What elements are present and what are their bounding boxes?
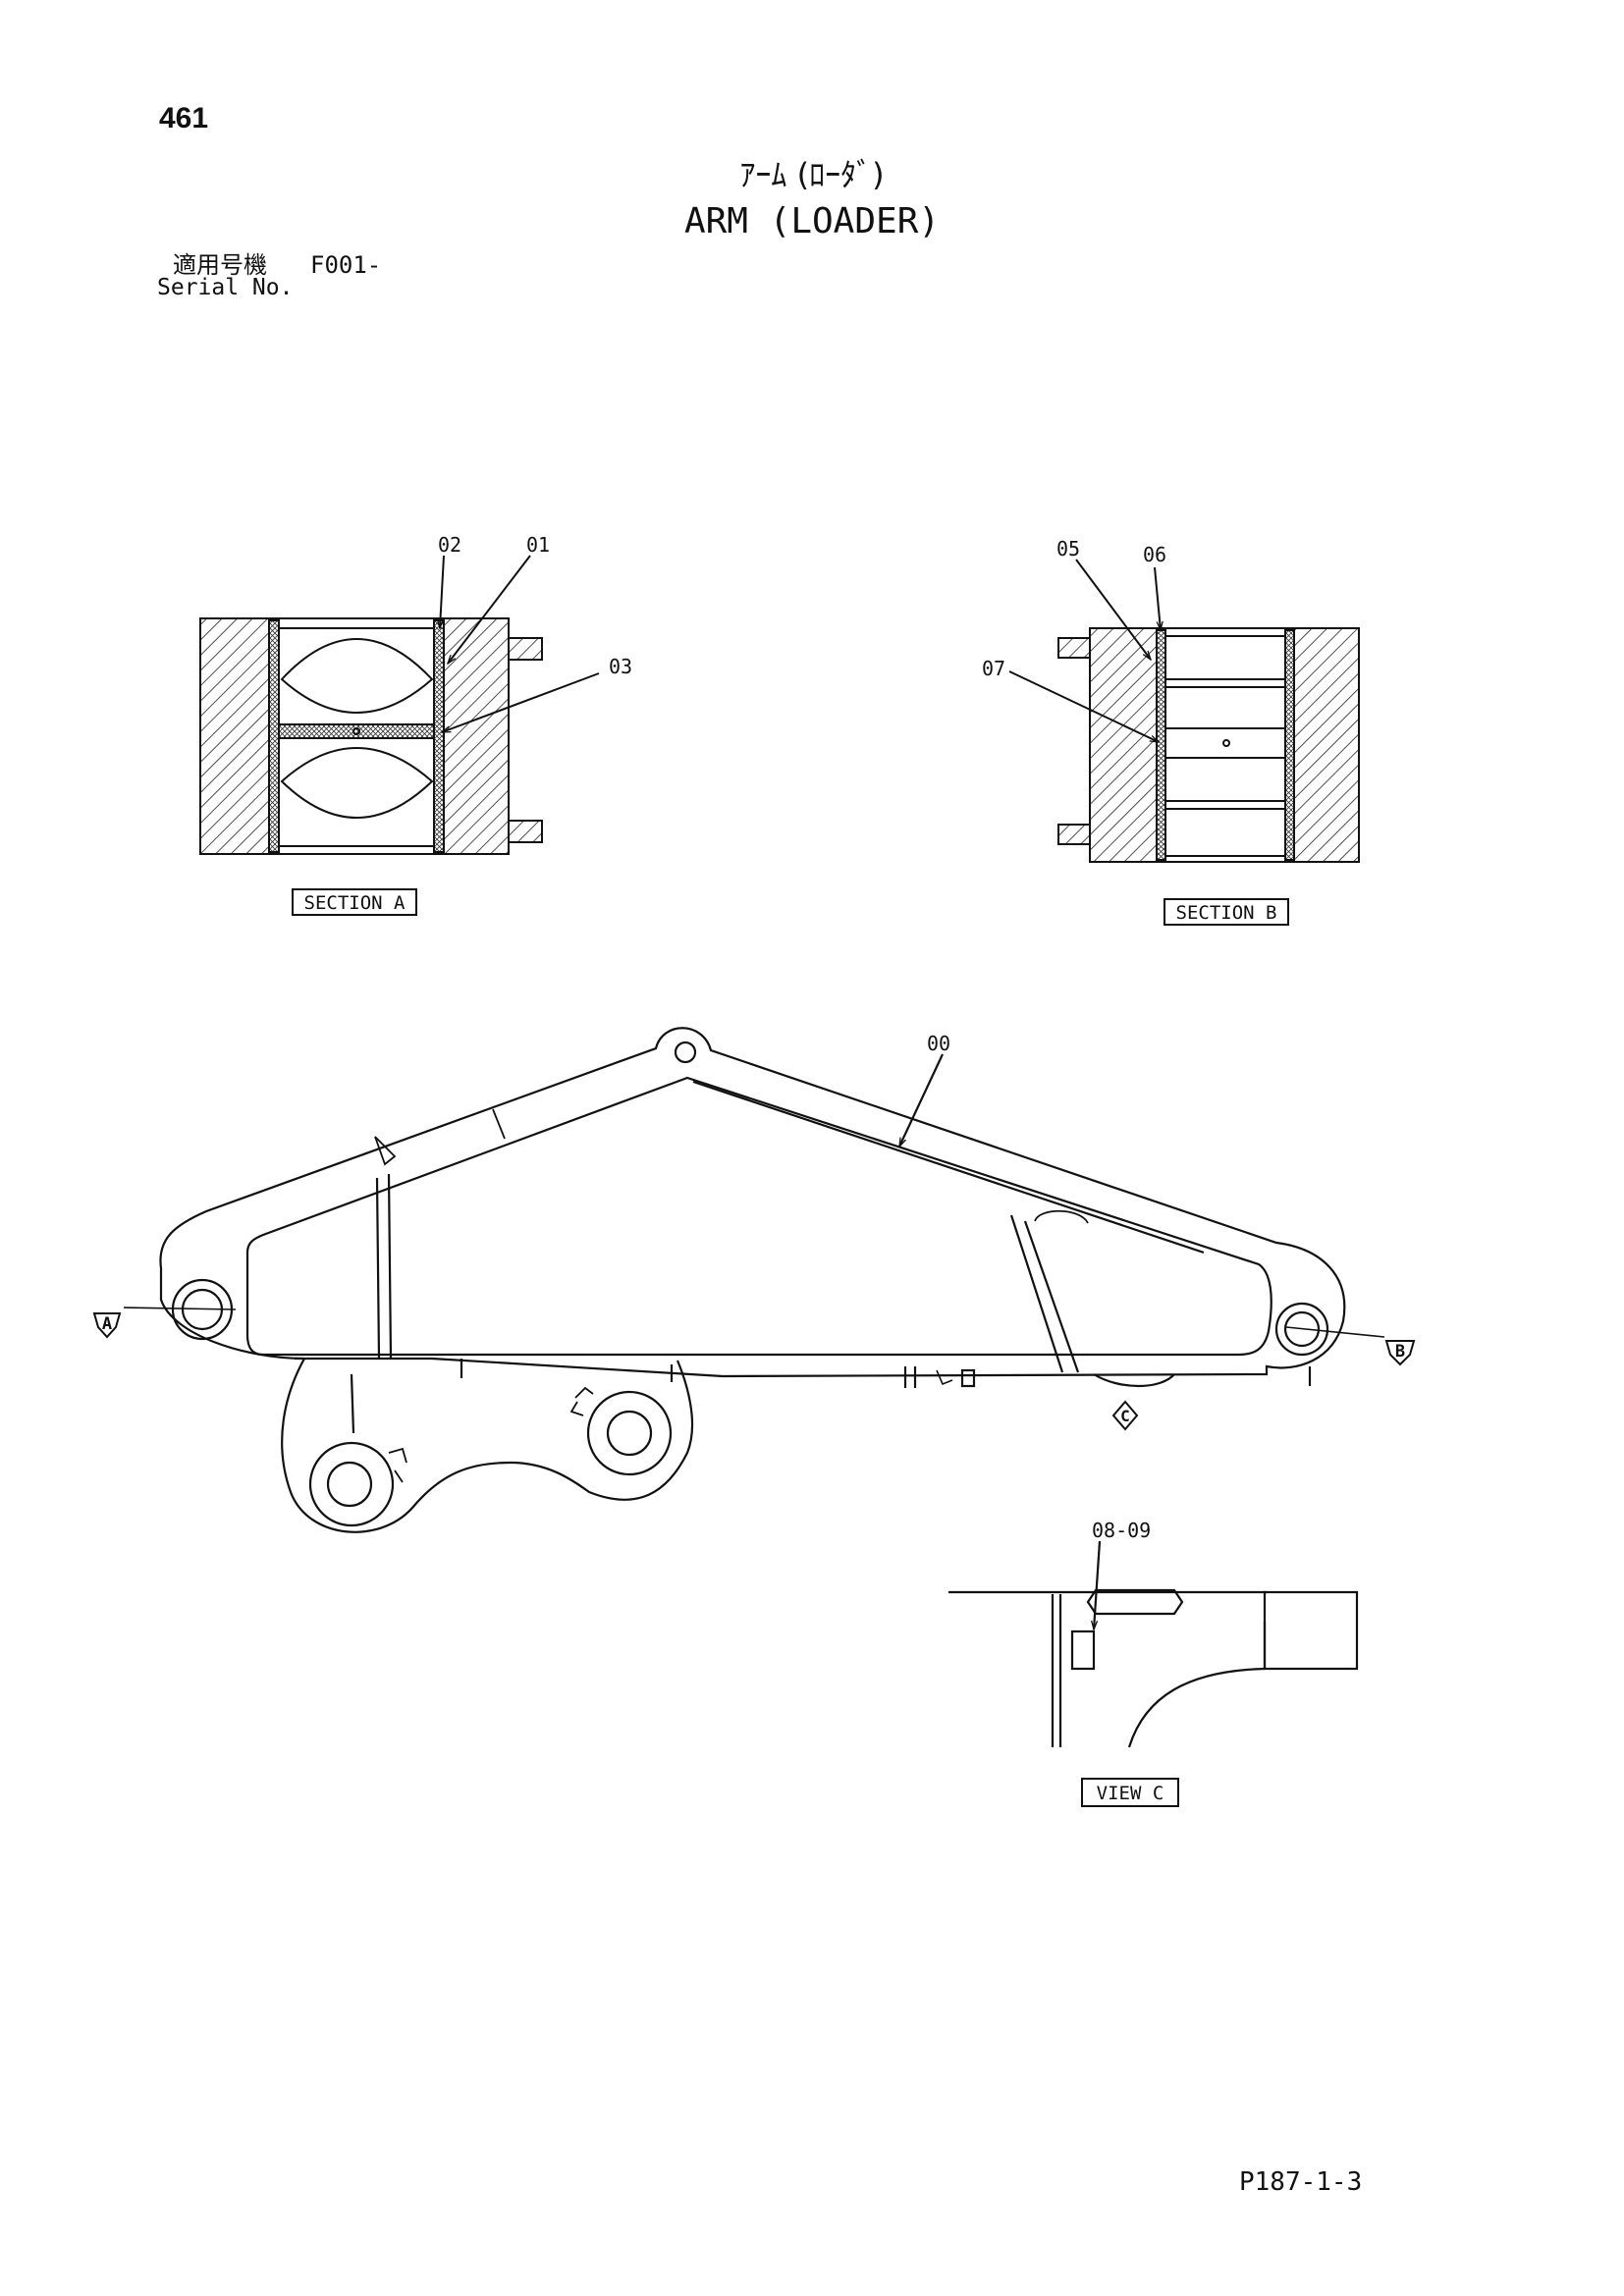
callout-06: 06 [1143, 543, 1166, 566]
section-b-hatch-left [1089, 627, 1158, 863]
view-c-detail [948, 1540, 1359, 1748]
callout-08-09: 08-09 [1092, 1519, 1151, 1542]
drawing-code: P187-1-3 [1239, 2167, 1363, 2197]
section-a-hatch-left [199, 617, 270, 855]
section-a-label: SECTION A [304, 892, 406, 914]
section-marker-a: A [92, 1312, 122, 1339]
callout-02: 02 [438, 533, 461, 557]
arm-web-plate [245, 1076, 1272, 1357]
view-c-label: VIEW C [1097, 1783, 1164, 1804]
section-marker-b-letter: B [1395, 1342, 1405, 1362]
arm-lower-bracket [281, 1358, 694, 1533]
view-c-plate [1070, 1629, 1096, 1671]
callout-05: 05 [1056, 537, 1080, 561]
callout-00: 00 [927, 1032, 950, 1055]
arm-outline [159, 1027, 1346, 1378]
section-a-label-box [292, 888, 417, 916]
section-marker-a-letter: A [102, 1314, 112, 1334]
section-marker-b: B [1384, 1340, 1416, 1366]
section-b-label-box [1164, 898, 1289, 926]
view-marker-c: C [1111, 1400, 1139, 1431]
page-number: 461 [159, 102, 209, 134]
view-c-label-box [1081, 1778, 1179, 1807]
arm-main-view [123, 1027, 1385, 1533]
serial-label-japanese: 適用号機 [173, 251, 267, 279]
section-a-view [199, 555, 600, 855]
callout-07: 07 [982, 657, 1005, 680]
callout-03: 03 [609, 655, 632, 678]
section-b-hatch-right [1293, 627, 1360, 863]
section-b-view [1008, 559, 1360, 863]
serial-label-english: Serial No. [157, 275, 294, 300]
callout-01: 01 [526, 533, 550, 557]
serial-value: F001- [310, 251, 382, 279]
section-b-label: SECTION B [1176, 902, 1277, 924]
section-a-hatch-right [443, 617, 510, 855]
view-marker-c-letter: C [1120, 1407, 1130, 1425]
title-english: ARM (LOADER) [683, 201, 941, 241]
title-japanese: ｱｰﾑ (ﾛｰﾀﾞ) [739, 156, 885, 193]
